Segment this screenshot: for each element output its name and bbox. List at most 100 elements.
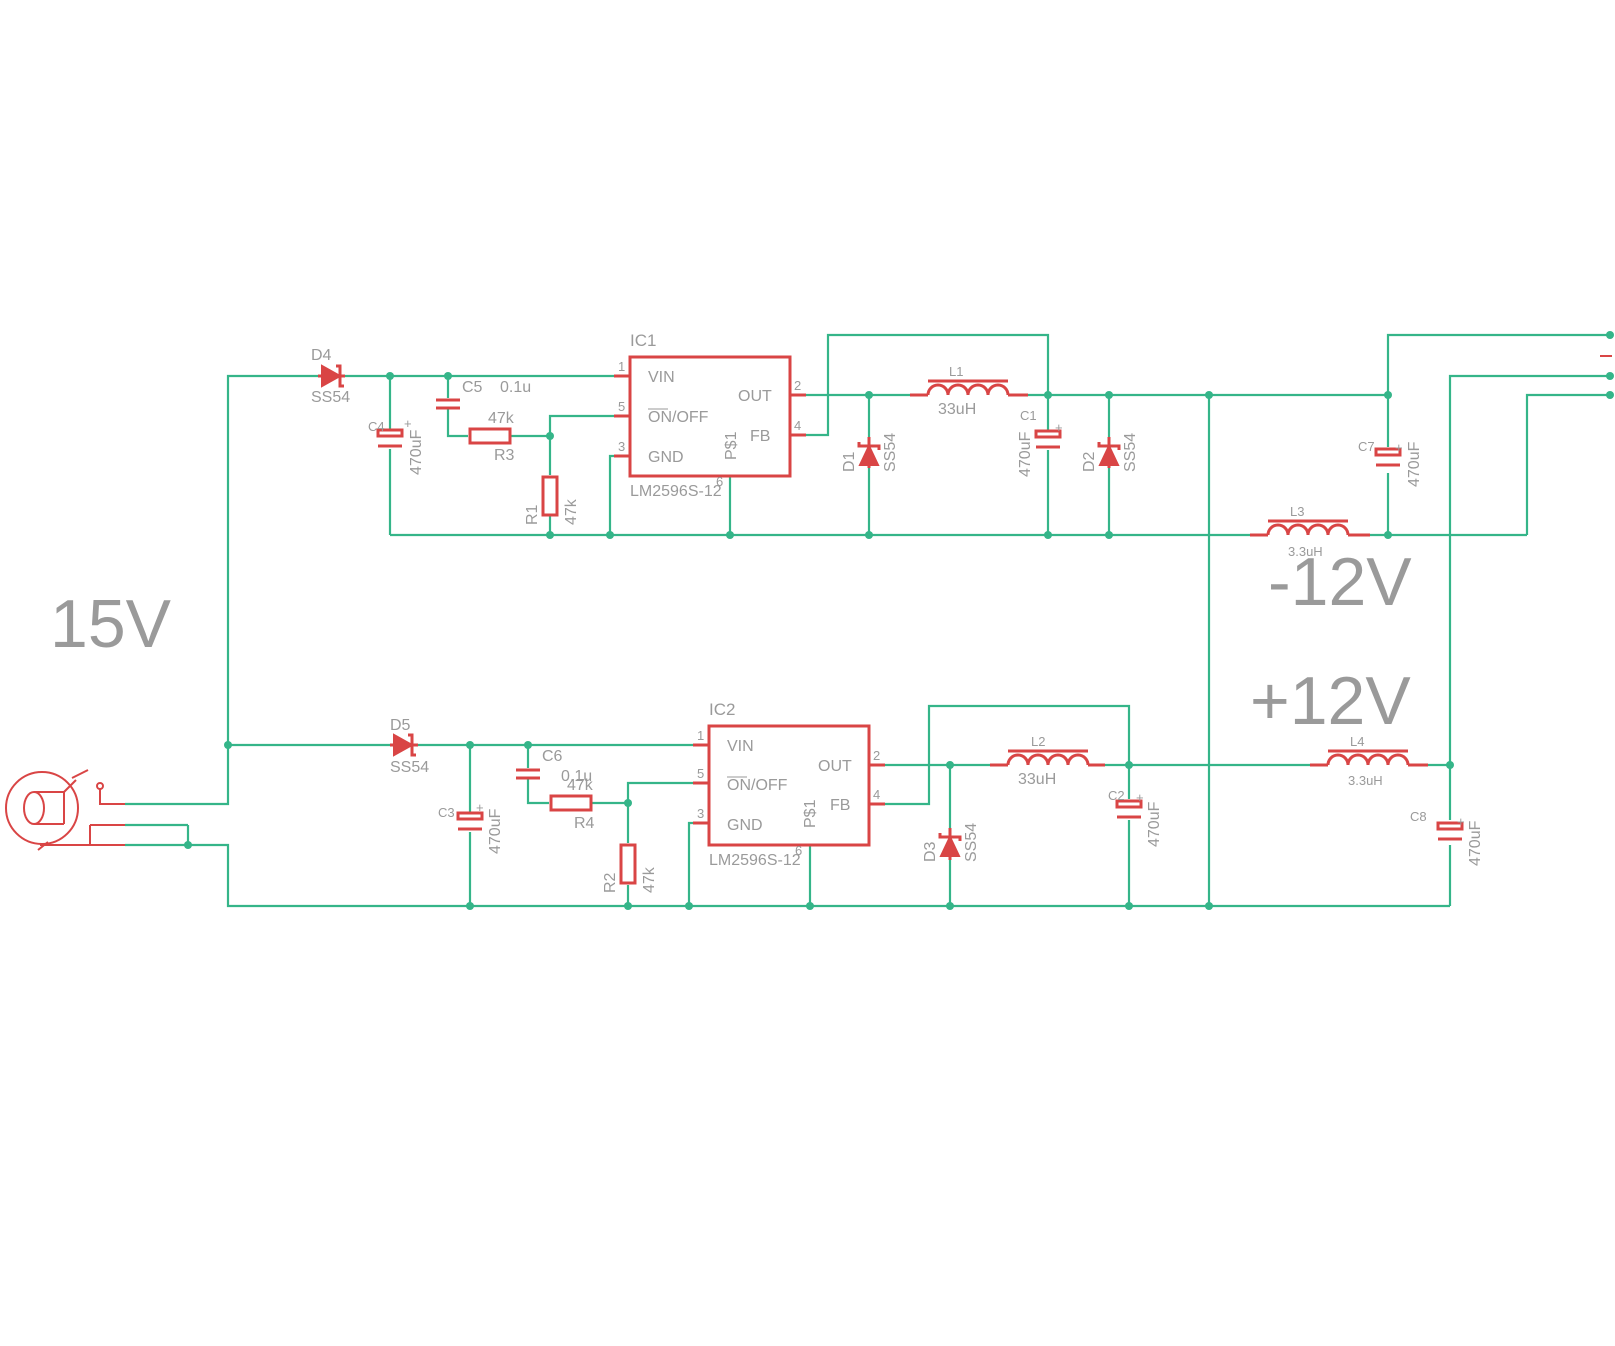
ic2-n1: 1 <box>697 728 704 743</box>
inductor-l3: L3 3.3uH <box>1250 504 1370 559</box>
ic2-pin-gnd: GND <box>727 817 763 834</box>
ic1-pin-vin: VIN <box>648 369 675 386</box>
ic2-pin-onoff: ON/OFF <box>727 777 788 794</box>
ic1-pin-onoff: ON/OFF <box>648 409 709 426</box>
capacitor-c6: C6 0.1u <box>516 748 592 785</box>
ic2-pin-vin: VIN <box>727 738 754 755</box>
d1-value: SS54 <box>882 433 899 472</box>
resistor-r4: 47k R4 <box>549 777 595 832</box>
c8-value: 470uF <box>1467 820 1484 866</box>
ic2-pin-fb: FB <box>830 797 850 814</box>
c4-value: 470uF <box>408 429 425 475</box>
d2-name: D2 <box>1081 451 1098 472</box>
c6-name: C6 <box>542 748 563 765</box>
ic1-pin-out: OUT <box>738 388 772 405</box>
r3-value: 47k <box>488 410 515 427</box>
label-negative-voltage: -12V <box>1268 544 1412 620</box>
capacitor-c8: + C8 470uF <box>1410 809 1484 866</box>
l2-value: 33uH <box>1018 771 1056 788</box>
resistor-r2: R2 47k <box>602 843 658 893</box>
dc-jack <box>5 769 125 851</box>
label-input-voltage: 15V <box>50 586 172 662</box>
diode-d5: D5 SS54 <box>390 717 429 776</box>
c2-plus: + <box>1136 790 1144 805</box>
diode-d2: D2 SS54 <box>1081 433 1139 472</box>
d5-name: D5 <box>390 717 411 734</box>
inductor-l2: L2 33uH <box>990 734 1105 788</box>
l3-name: L3 <box>1290 504 1304 519</box>
l2-name: L2 <box>1031 734 1045 749</box>
ic2-part: LM2596S-12 <box>709 852 801 869</box>
d3-value: SS54 <box>963 823 980 862</box>
c7-value: 470uF <box>1406 441 1423 487</box>
ic1-pin-pad: P$1 <box>723 431 740 460</box>
diode-d3: D3 SS54 <box>922 823 980 862</box>
c1-plus: + <box>1055 420 1063 435</box>
wires <box>125 333 1610 908</box>
r2-value: 47k <box>641 866 658 893</box>
capacitor-c5: C5 0.1u <box>436 379 531 410</box>
ic2: IC2 VIN ON/OFF GND OUT FB P$1 1 5 3 2 4 … <box>693 700 885 869</box>
capacitor-c7: + C7 470uF <box>1358 439 1423 487</box>
capacitor-c1: + C1 470uF <box>1017 408 1063 477</box>
diode-d4: D4 SS54 <box>311 347 350 406</box>
ic2-n5: 5 <box>697 766 704 781</box>
c3-plus: + <box>476 800 484 815</box>
l3-value: 3.3uH <box>1288 544 1323 559</box>
ic2-n4: 4 <box>873 787 880 802</box>
c5-value: 0.1u <box>500 379 531 396</box>
ic1-n3: 3 <box>618 439 625 454</box>
capacitor-c2: + C2 470uF <box>1108 788 1163 847</box>
c8-name: C8 <box>1410 809 1427 824</box>
d3-name: D3 <box>922 841 939 862</box>
r1-value: 47k <box>563 498 580 525</box>
diode-d1: D1 SS54 <box>841 433 899 472</box>
ic1: IC1 VIN ON/OFF GND OUT FB P$1 1 5 3 2 4 … <box>614 331 806 500</box>
ic2-pin-pad: P$1 <box>802 799 819 828</box>
l1-name: L1 <box>949 364 963 379</box>
ic2-n6: 6 <box>795 843 802 858</box>
d5-value: SS54 <box>390 759 429 776</box>
c6-value: 0.1u <box>561 768 592 785</box>
capacitor-c3: + C3 470uF <box>438 800 504 854</box>
ic2-pin-out: OUT <box>818 758 852 775</box>
c4-name: C4 <box>368 419 385 434</box>
d4-name: D4 <box>311 347 332 364</box>
ic1-n4: 4 <box>794 418 801 433</box>
ic2-n2: 2 <box>873 748 880 763</box>
ic2-n3: 3 <box>697 806 704 821</box>
junctions <box>184 331 1614 910</box>
ic1-n5: 5 <box>618 399 625 414</box>
c8-plus: + <box>1457 814 1465 829</box>
c1-name: C1 <box>1020 408 1037 423</box>
c7-plus: + <box>1395 440 1403 455</box>
r4-value: 47k <box>567 777 594 794</box>
l4-name: L4 <box>1350 734 1364 749</box>
inductor-l4: L4 3.3uH <box>1310 734 1428 788</box>
c4-plus: + <box>404 416 412 431</box>
r3-name: R3 <box>494 447 515 464</box>
l1-value: 33uH <box>938 401 976 418</box>
d4-value: SS54 <box>311 389 350 406</box>
ic1-pin-fb: FB <box>750 428 770 445</box>
r1-name: R1 <box>524 504 541 525</box>
capacitor-c4: + C4 470uF <box>368 416 425 475</box>
d1-name: D1 <box>841 451 858 472</box>
ic1-n2: 2 <box>794 378 801 393</box>
c7-name: C7 <box>1358 439 1375 454</box>
ic1-n6: 6 <box>716 474 723 489</box>
r4-name: R4 <box>574 815 595 832</box>
ic1-name: IC1 <box>630 331 656 350</box>
resistor-r3: 47k R3 <box>468 410 515 464</box>
ic1-pin-gnd: GND <box>648 449 684 466</box>
label-positive-voltage: +12V <box>1250 663 1411 739</box>
c2-name: C2 <box>1108 788 1125 803</box>
l4-value: 3.3uH <box>1348 773 1383 788</box>
c3-value: 470uF <box>487 808 504 854</box>
c3-name: C3 <box>438 805 455 820</box>
d2-value: SS54 <box>1122 433 1139 472</box>
resistor-r1: R1 47k <box>524 475 580 525</box>
c2-value: 470uF <box>1146 801 1163 847</box>
inductor-l1: L1 33uH <box>910 364 1028 418</box>
